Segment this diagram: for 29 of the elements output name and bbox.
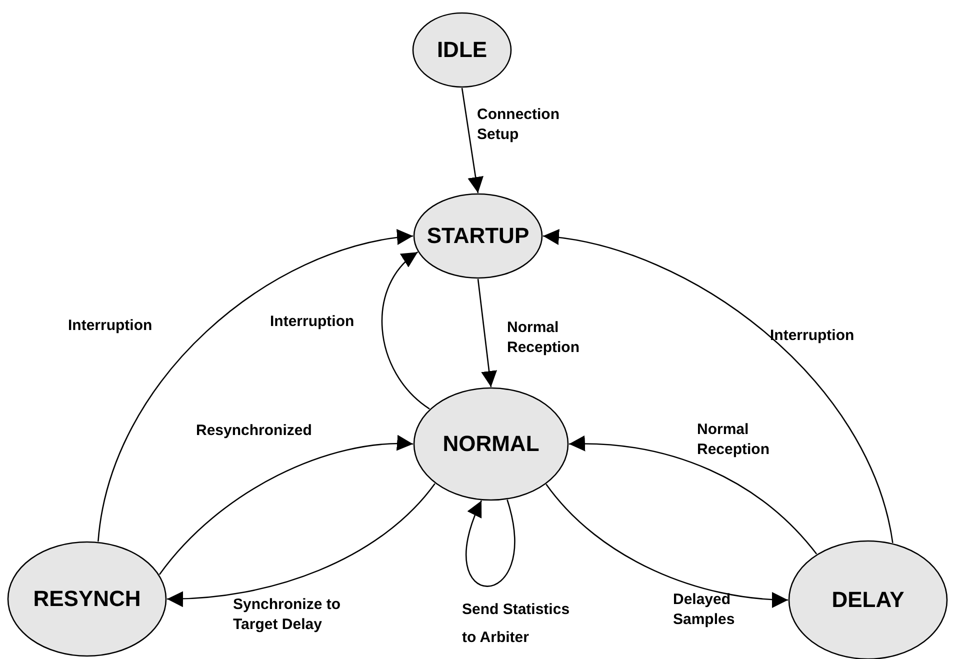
- state-name: IDLE: [436, 37, 488, 63]
- edge-label: Send Statistics to Arbiter: [462, 600, 571, 648]
- state-name: STARTUP: [426, 223, 530, 249]
- transition-arrow: [546, 484, 788, 608]
- transition-arrow: [382, 252, 430, 410]
- state-ellipse: [413, 387, 569, 501]
- state-ellipse: [413, 193, 543, 279]
- edge-label: Delayed Samples: [673, 590, 736, 630]
- transition-arrow: [569, 436, 818, 554]
- transition-arrow: [166, 483, 436, 607]
- state-name: NORMAL: [442, 431, 540, 457]
- edge-label: Connection Setup: [477, 105, 560, 145]
- transition-arrow: [159, 436, 413, 575]
- edge-label: Normal Reception: [507, 318, 581, 358]
- transition-arrow: [466, 500, 516, 587]
- state-name: RESYNCH: [33, 586, 141, 612]
- edge-label: Interruption: [270, 313, 356, 331]
- edge-label: Interruption: [770, 327, 856, 345]
- edge-label: Resynchronized: [196, 422, 313, 440]
- transition-arrow: [477, 278, 498, 388]
- state-ellipse: [412, 12, 512, 88]
- edge-label: Interruption: [68, 317, 154, 335]
- transition-arrow: [461, 88, 484, 194]
- transition-arrow: [542, 230, 894, 544]
- transition-arrow: [98, 230, 414, 542]
- state-name: DELAY: [832, 587, 904, 613]
- edge-label: Synchronize to Target Delay: [233, 595, 342, 635]
- edge-label: Normal Reception: [697, 420, 771, 460]
- state-ellipse: [7, 541, 167, 657]
